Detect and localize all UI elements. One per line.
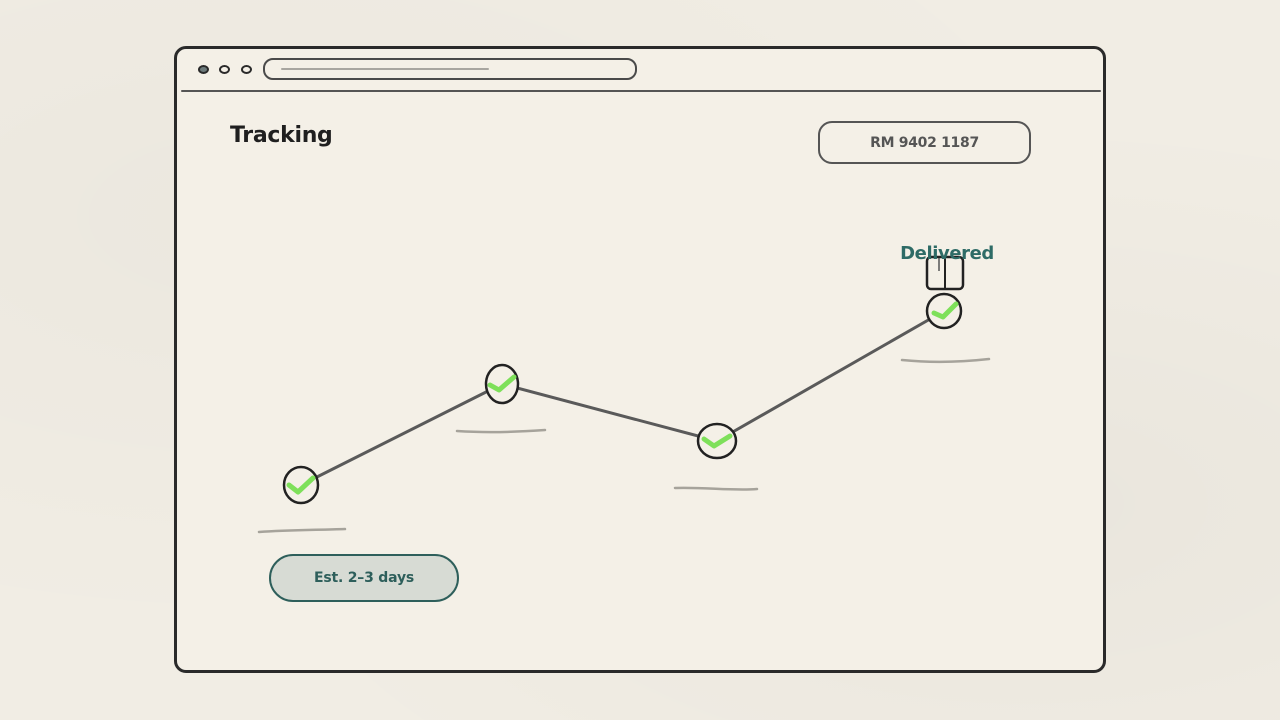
window-close-dot[interactable] <box>198 65 209 74</box>
timeline-step-3[interactable] <box>696 422 738 460</box>
tracking-timeline <box>257 255 991 534</box>
check-icon <box>931 301 959 320</box>
browser-window: Tracking RM 9402 1187 <box>174 46 1106 673</box>
step-4-caption-scribble <box>900 357 991 364</box>
tracking-number-chip[interactable]: RM 9402 1187 <box>818 121 1031 164</box>
step-1-caption-scribble <box>257 527 347 534</box>
step-2-caption-scribble <box>455 428 547 434</box>
address-bar[interactable] <box>263 58 637 80</box>
window-minimize-dot[interactable] <box>219 65 230 74</box>
timeline-step-2[interactable] <box>484 363 520 405</box>
address-placeholder-scribble <box>281 68 489 70</box>
window-maximize-dot[interactable] <box>241 65 252 74</box>
toolbar-divider <box>181 90 1101 92</box>
timeline-path <box>299 309 946 487</box>
timeline-step-1[interactable] <box>282 465 320 505</box>
delivered-step-label: Delivered <box>900 243 994 264</box>
check-icon <box>286 475 316 495</box>
check-icon <box>487 374 517 393</box>
package-icon <box>925 255 965 291</box>
timeline-step-4[interactable] <box>925 292 963 330</box>
check-icon <box>701 433 733 449</box>
page-title: Tracking <box>230 123 333 148</box>
step-3-caption-scribble <box>673 486 759 491</box>
estimate-button[interactable]: Est. 2–3 days <box>269 554 459 602</box>
